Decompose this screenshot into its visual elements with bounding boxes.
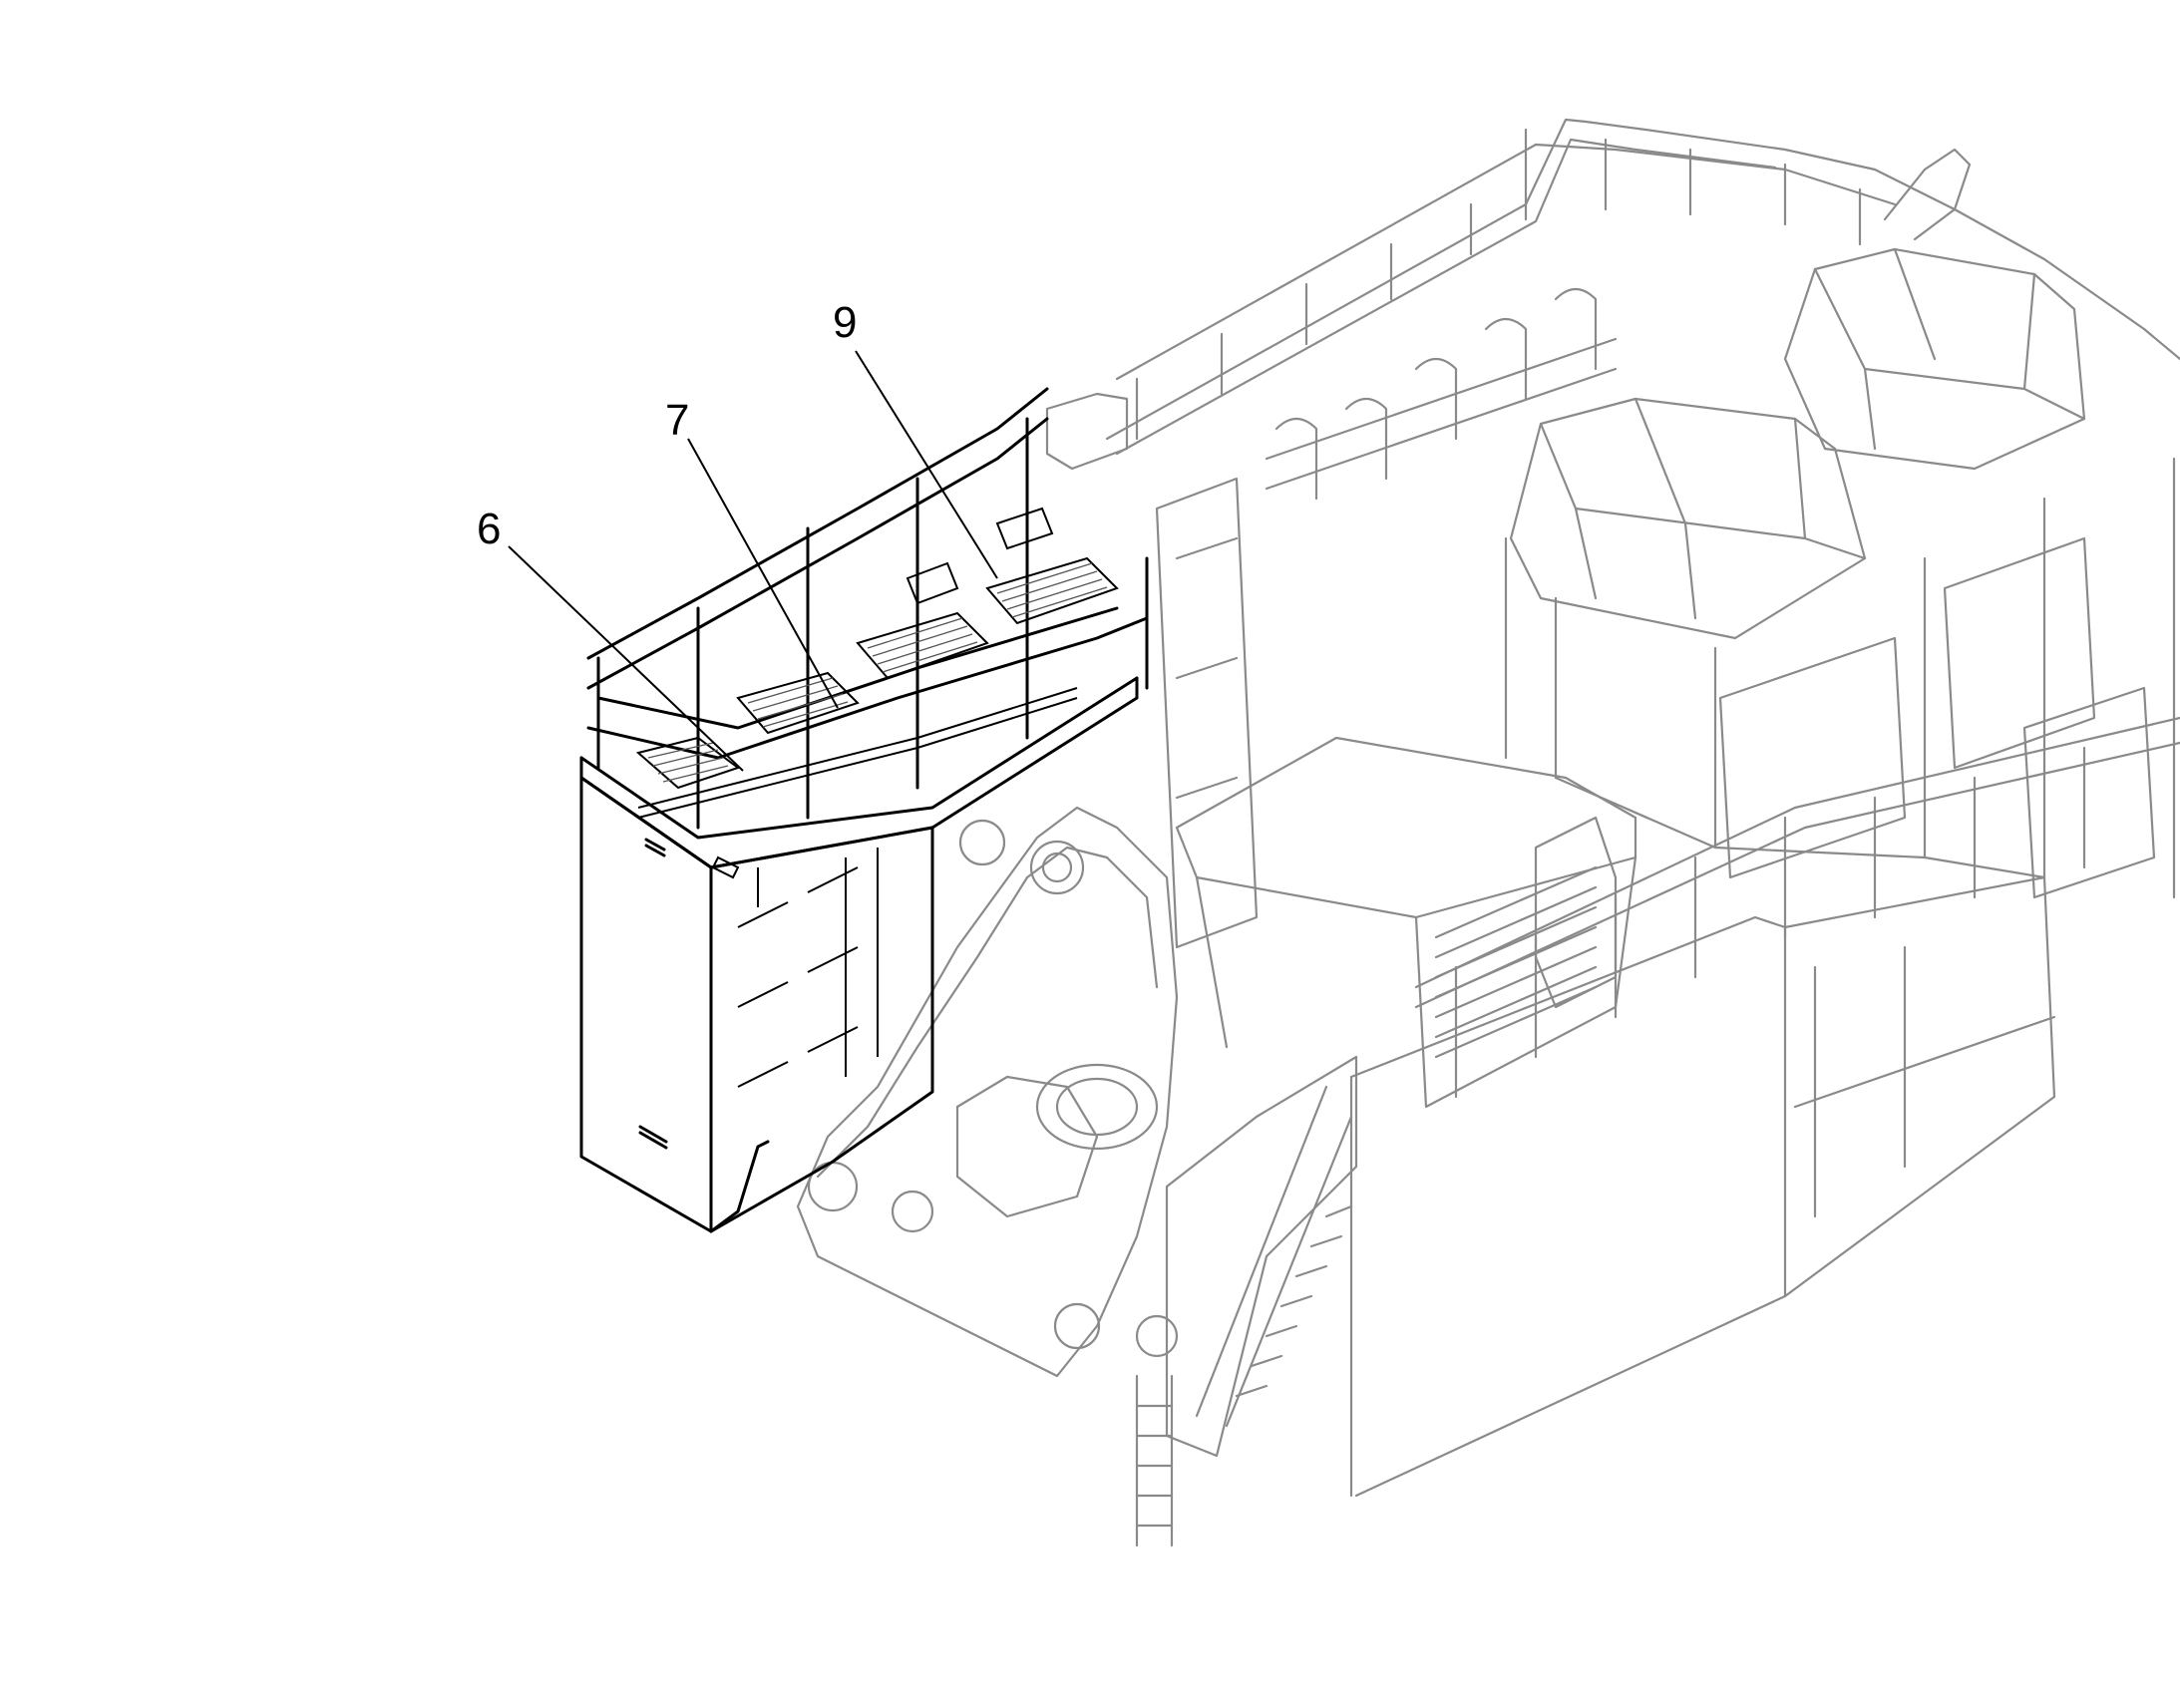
callout-9: 9 [833,298,857,347]
battery-deck-handrail [586,387,1149,879]
battery-cells [635,556,1119,790]
machine-body-background [796,118,2180,1547]
leader-7 [687,438,839,709]
leader-6 [508,545,744,772]
leader-9 [855,350,998,579]
radiator-grill-right [1718,536,2156,899]
filter-elbows [1274,287,1598,501]
callout-leaders [508,350,998,772]
callout-6: 6 [477,505,501,553]
callout-7: 7 [665,396,689,445]
battery-cabinet [579,676,1139,1233]
